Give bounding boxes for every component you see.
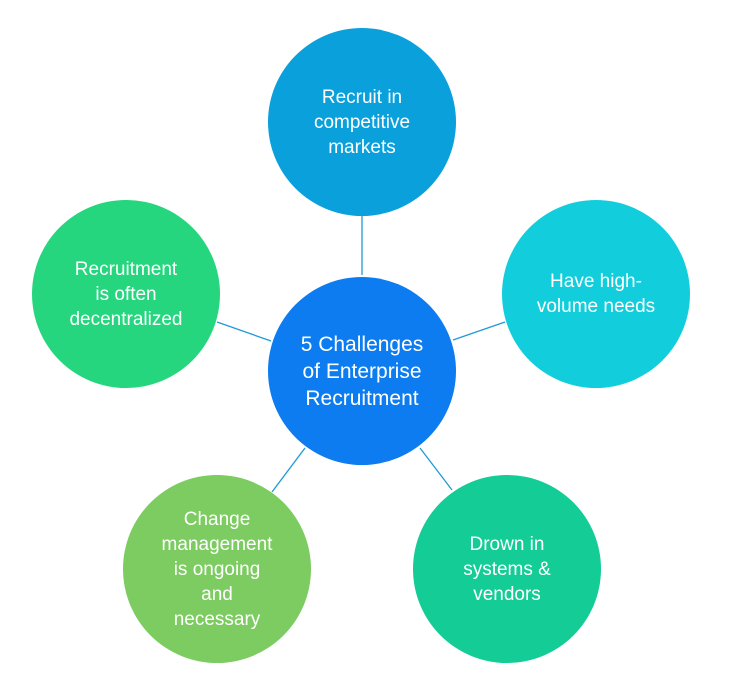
node-label: Change management is ongoing and necessa… bbox=[161, 508, 273, 630]
connector-bottom-right bbox=[419, 447, 453, 491]
node-change-management: Change management is ongoing and necessa… bbox=[123, 475, 311, 663]
node-systems-vendors: Drown in systems & vendors bbox=[413, 475, 601, 663]
connector-bottom-left bbox=[271, 447, 306, 493]
node-decentralized: Recruitment is often decentralized bbox=[32, 200, 220, 388]
node-label: Drown in systems & vendors bbox=[463, 533, 551, 605]
center-label: 5 Challenges of Enterprise Recruitment bbox=[300, 332, 424, 410]
node-label: Recruit in competitive markets bbox=[313, 86, 411, 158]
node-label: Recruitment is often decentralized bbox=[69, 258, 183, 330]
connector-left bbox=[216, 321, 272, 342]
node-recruit-competitive-markets: Recruit in competitive markets bbox=[268, 28, 456, 216]
node-high-volume-needs: Have high- volume needs bbox=[502, 200, 690, 388]
center-node: 5 Challenges of Enterprise Recruitment bbox=[268, 277, 456, 465]
node-label: Have high- volume needs bbox=[536, 271, 656, 317]
connector-right bbox=[452, 321, 506, 341]
